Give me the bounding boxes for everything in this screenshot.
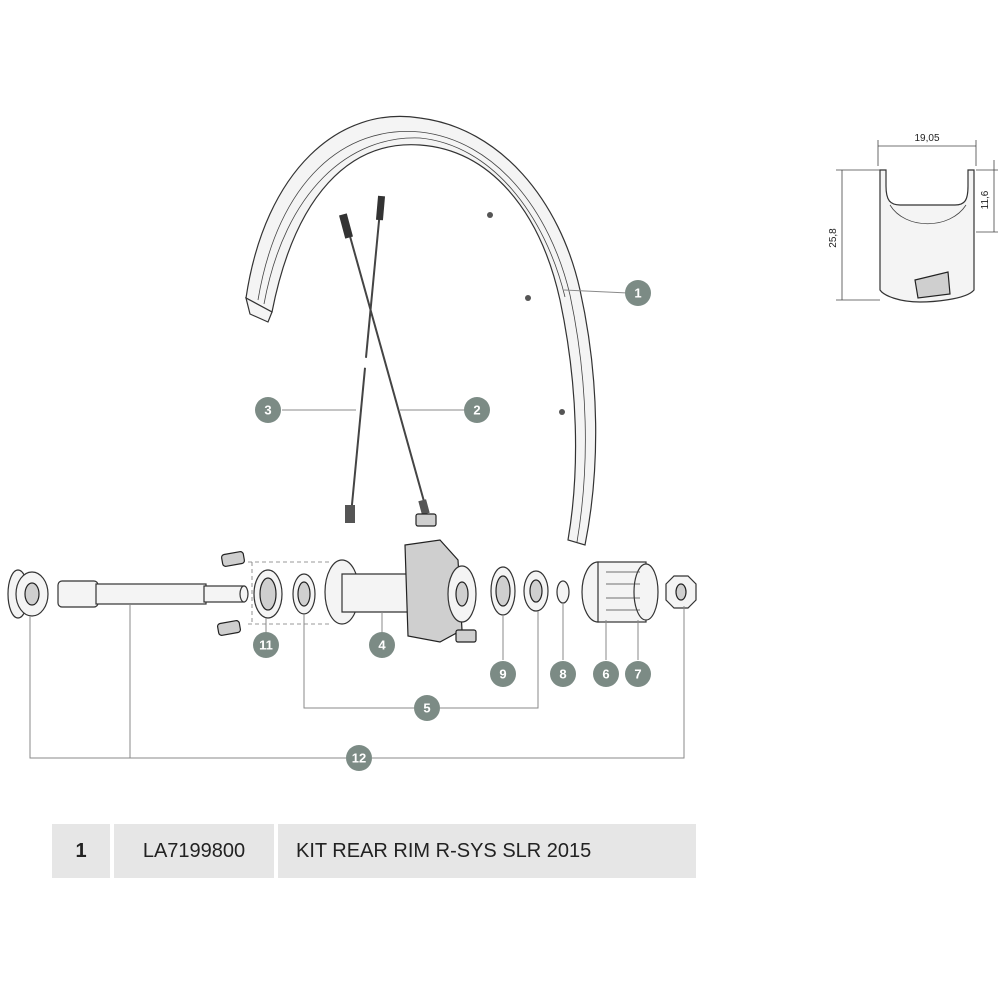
hub-body	[324, 513, 477, 643]
hub-assembly	[7, 513, 697, 643]
callout-2-label: 2	[473, 403, 480, 418]
callout-12: 12	[346, 745, 372, 771]
profile-depth-label: 11,6	[980, 190, 991, 209]
bearing-9	[490, 566, 516, 616]
part-11-seals	[217, 551, 283, 636]
part-description-cell: KIT REAR RIM R-SYS SLR 2015	[278, 824, 696, 878]
callout-5: 5	[414, 695, 440, 721]
callout-2: 2	[464, 397, 490, 423]
callout-4: 4	[369, 632, 395, 658]
spokes	[339, 195, 430, 523]
right-end-cap	[665, 575, 697, 609]
callout-8-label: 8	[559, 667, 566, 682]
callout-7: 7	[625, 661, 651, 687]
callout-5-label: 5	[423, 701, 430, 716]
callout-1: 1	[625, 280, 651, 306]
callout-1-label: 1	[634, 286, 641, 301]
left-end-cap	[7, 569, 49, 619]
callout-6: 6	[593, 661, 619, 687]
callout-6-label: 6	[602, 667, 609, 682]
rim-section	[245, 115, 597, 546]
exploded-wheel-diagram: 19,05 25,8 11,6 1 2 3 4 5 6 7 8 9 11 12	[7, 115, 998, 771]
callout-9: 9	[490, 661, 516, 687]
part-reference-cell: LA7199800	[114, 824, 274, 878]
callout-11-label: 11	[259, 638, 273, 653]
callout-9-label: 9	[499, 667, 506, 682]
profile-height-label: 25,8	[828, 228, 839, 248]
bearing-right	[523, 570, 549, 612]
freehub-body	[581, 561, 659, 623]
callout-3: 3	[255, 397, 281, 423]
rim-profile-drawing: 19,05 25,8 11,6	[828, 133, 998, 303]
callout-4-label: 4	[378, 638, 386, 653]
axle	[57, 580, 249, 608]
callout-8: 8	[550, 661, 576, 687]
callout-3-label: 3	[264, 403, 271, 418]
callout-12-label: 12	[352, 751, 366, 766]
parts-table: 1 LA7199800 KIT REAR RIM R-SYS SLR 2015	[52, 824, 696, 878]
callout-7-label: 7	[634, 667, 641, 682]
callout-11: 11	[253, 632, 279, 658]
leader-lines	[29, 289, 685, 759]
spacer-8	[556, 580, 570, 604]
profile-width-label: 19,05	[914, 133, 939, 144]
bearing-left	[292, 573, 316, 615]
part-number-cell: 1	[52, 824, 110, 878]
